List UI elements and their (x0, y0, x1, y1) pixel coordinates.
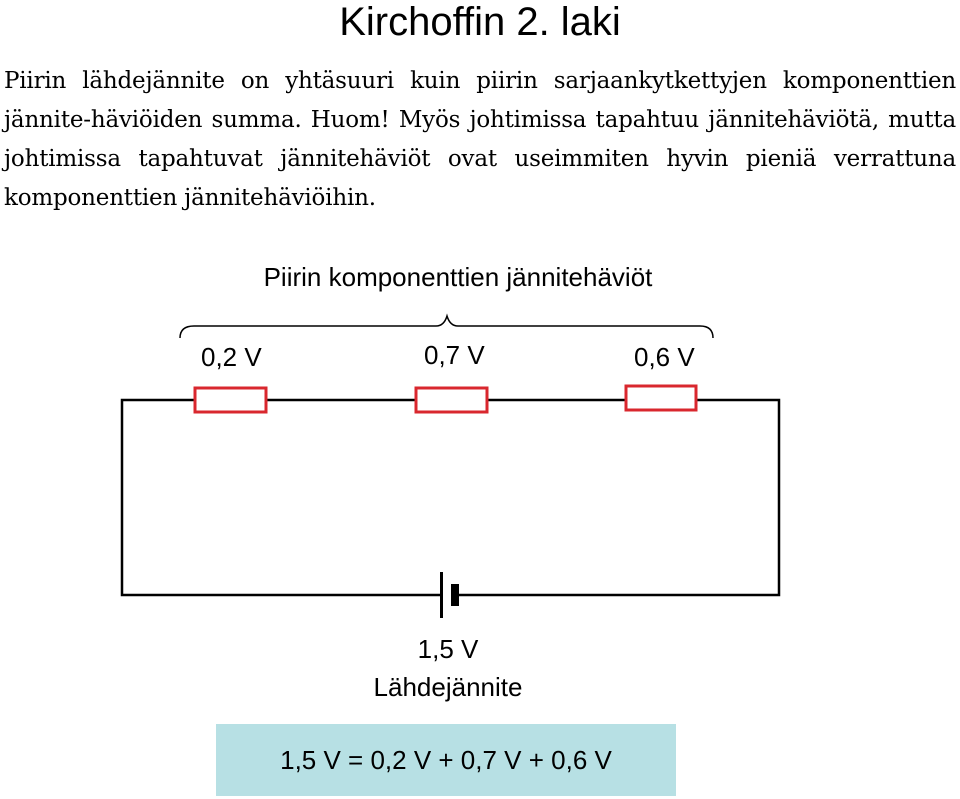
component-voltage-1: 0,2 V (201, 342, 262, 372)
curly-brace (179, 313, 714, 339)
resistor-2 (414, 386, 489, 414)
resistor-1 (193, 386, 268, 414)
components-voltage-drops-label: Piirin komponenttien jännitehäviöt (263, 262, 653, 292)
resistor-3 (624, 384, 698, 412)
slide-title: Kirchoffin 2. laki (339, 0, 621, 44)
circuit-wires (120, 398, 781, 597)
equation-box: 1,5 V = 0,2 V + 0,7 V + 0,6 V (216, 724, 676, 796)
component-voltage-2: 0,7 V (424, 340, 485, 370)
explanation-paragraph: Piirin lähdejännite on yhtäsuuri kuin pi… (4, 68, 956, 211)
source-voltage: 1,5 V (417, 634, 479, 664)
component-voltage-3: 0,6 V (634, 342, 695, 372)
voltage-equation: 1,5 V = 0,2 V + 0,7 V + 0,6 V (280, 745, 612, 775)
source-label: Lähdejännite (373, 672, 523, 702)
battery-icon (440, 572, 459, 618)
